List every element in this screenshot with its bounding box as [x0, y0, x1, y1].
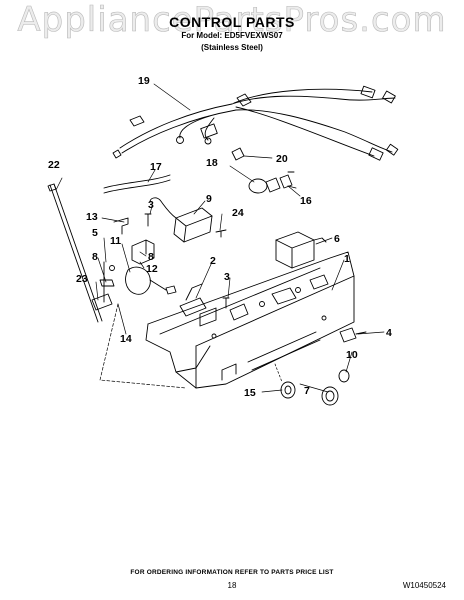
callout-19: 19 — [138, 75, 150, 87]
callout-11: 11 — [110, 235, 121, 247]
tube — [103, 174, 171, 189]
callout-22: 22 — [48, 159, 60, 171]
callout-24: 24 — [232, 207, 244, 219]
control-rod — [47, 183, 103, 323]
callout-2: 2 — [210, 255, 216, 267]
terminal-strip — [185, 283, 203, 301]
control-housing — [145, 251, 355, 389]
page-title: CONTROL PARTS — [169, 14, 295, 30]
callout-20: 20 — [276, 153, 288, 165]
callout-10: 10 — [346, 349, 358, 361]
callout-15: 15 — [244, 387, 256, 399]
screw — [222, 297, 230, 309]
ordering-note: FOR ORDERING INFORMATION REFER TO PARTS … — [130, 569, 334, 576]
clip — [113, 217, 129, 235]
page-number: 18 — [227, 581, 237, 590]
callout-5: 5 — [92, 227, 98, 239]
wire-harness — [112, 85, 399, 161]
callout-17: 17 — [150, 161, 162, 173]
connector — [339, 327, 367, 343]
relay-assembly — [149, 197, 213, 243]
callout-4: 4 — [386, 327, 392, 339]
callout-23: 23 — [76, 273, 88, 285]
model-line: For Model: ED5FVEXWS07 — [181, 31, 283, 40]
callout-3-lower: 3 — [224, 271, 230, 283]
bracket — [131, 239, 155, 265]
callout-9: 9 — [206, 193, 212, 205]
screw — [215, 229, 227, 238]
callout-14: 14 — [120, 333, 132, 345]
callout-16: 16 — [300, 195, 312, 207]
grommet-assembly — [280, 369, 350, 406]
callout-12: 12 — [146, 263, 158, 275]
leader-lines — [55, 83, 385, 393]
document-number: W10450524 — [402, 581, 446, 590]
callout-8-left: 8 — [92, 251, 98, 263]
callout-1: 1 — [344, 253, 350, 265]
finish-line: (Stainless Steel) — [201, 43, 263, 52]
callout-13: 13 — [86, 211, 98, 223]
screw — [144, 213, 152, 227]
watermark-logo: AppliancePartsPros.com — [17, 0, 447, 40]
callout-labels: 19 17 22 18 20 16 9 3 24 13 5 11 8 8 12 … — [48, 75, 392, 399]
callout-3-upper: 3 — [148, 199, 154, 211]
knob-assembly — [91, 261, 177, 311]
callout-7: 7 — [304, 385, 310, 397]
callout-8-right: 8 — [148, 251, 154, 263]
callout-6: 6 — [334, 233, 340, 245]
callout-18: 18 — [206, 157, 218, 169]
